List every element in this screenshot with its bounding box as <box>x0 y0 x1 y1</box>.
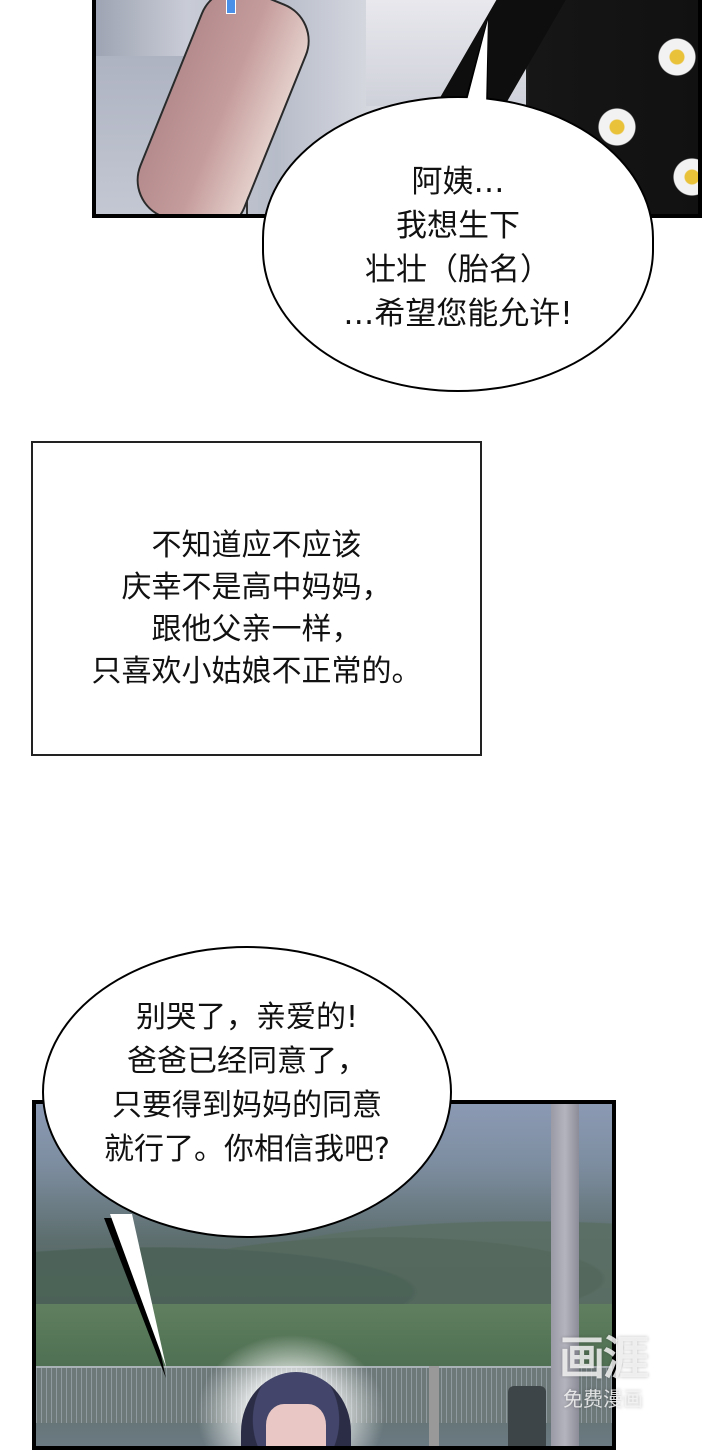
hospital-band-icon <box>226 0 236 14</box>
narration-box: 不知道应不应该 庆幸不是高中妈妈， 跟他父亲一样， 只喜欢小姑娘不正常的。 <box>31 441 482 756</box>
speech-bubble-1-text: 阿姨… 我想生下 壮壮（胎名） …希望您能允许! <box>264 160 652 336</box>
trash-can-illustration <box>508 1386 546 1446</box>
speech-bubble-2: 别哭了，亲爱的! 爸爸已经同意了， 只要得到妈妈的同意 就行了。你相信我吧? <box>42 946 452 1238</box>
bubble-line: 爸爸已经同意了， <box>127 1044 367 1079</box>
bubble-line: 别哭了，亲爱的! <box>135 1000 359 1035</box>
watermark-subtitle: 免费漫画 <box>563 1387 643 1411</box>
daisy-icon <box>656 36 698 78</box>
bubble-line: …希望您能允许! <box>343 296 573 332</box>
bubble-line: 阿姨… <box>411 164 505 200</box>
bubble-line: 我想生下 <box>396 208 520 244</box>
watermark: 画涯 免费漫画 <box>543 1330 663 1430</box>
watermark-logo: 画涯 <box>559 1331 649 1385</box>
lamp-pole-illustration <box>551 1104 579 1446</box>
narration-line: 庆幸不是高中妈妈， <box>121 570 392 605</box>
narration-line: 不知道应不应该 <box>151 528 362 563</box>
fence-post-illustration <box>429 1366 439 1446</box>
bubble-line: 就行了。你相信我吧? <box>104 1132 390 1167</box>
comic-panel-top <box>92 0 702 218</box>
girl-face-illustration <box>266 1404 326 1446</box>
daisy-icon <box>596 106 638 148</box>
narration-text: 不知道应不应该 庆幸不是高中妈妈， 跟他父亲一样， 只喜欢小姑娘不正常的。 <box>33 525 480 693</box>
speech-bubble-2-text: 别哭了，亲爱的! 爸爸已经同意了， 只要得到妈妈的同意 就行了。你相信我吧? <box>44 996 450 1172</box>
speech-bubble-1: 阿姨… 我想生下 壮壮（胎名） …希望您能允许! <box>262 96 654 392</box>
narration-line: 只喜欢小姑娘不正常的。 <box>91 654 422 689</box>
daisy-icon <box>671 156 698 198</box>
bubble-line: 壮壮（胎名） <box>365 252 551 288</box>
bubble-line: 只要得到妈妈的同意 <box>112 1088 382 1123</box>
narration-line: 跟他父亲一样， <box>151 612 362 647</box>
